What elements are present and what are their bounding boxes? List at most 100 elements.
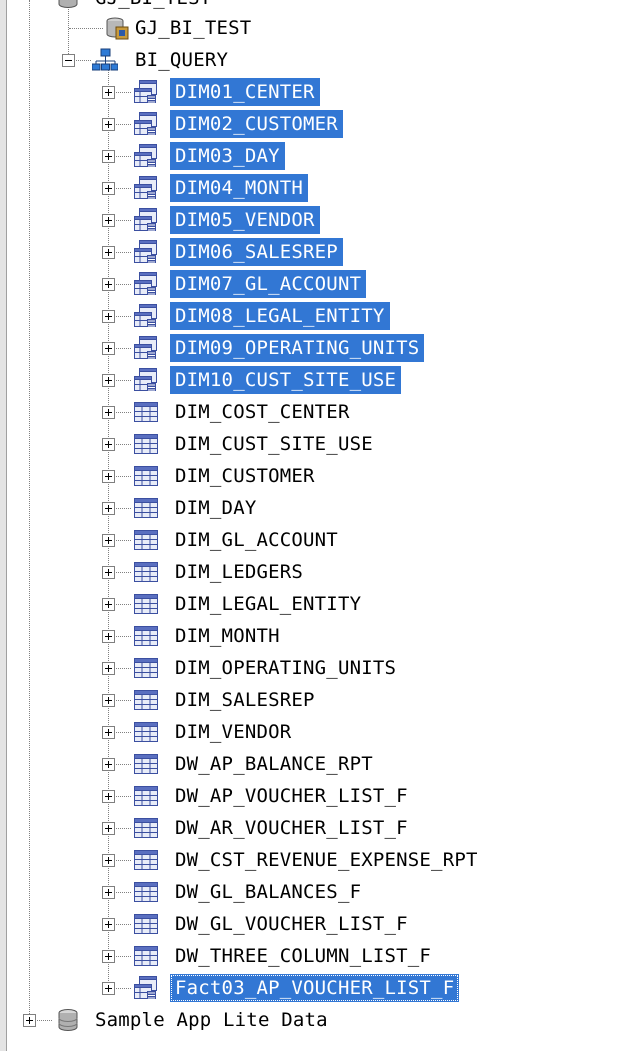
expand-toggle-icon[interactable] <box>102 470 115 483</box>
database-icon[interactable] <box>55 1007 81 1033</box>
expand-toggle-icon[interactable] <box>102 822 115 835</box>
tree-node-dim09-operating-units[interactable]: DIM09_OPERATING_UNITS <box>170 334 425 362</box>
table-icon[interactable] <box>133 943 159 969</box>
expand-toggle-icon[interactable] <box>102 630 115 643</box>
expand-toggle-icon[interactable] <box>102 86 115 99</box>
table-icon[interactable] <box>133 879 159 905</box>
expand-toggle-icon[interactable] <box>102 950 115 963</box>
tree-branch <box>109 92 131 93</box>
alias-table-icon[interactable] <box>133 367 159 393</box>
alias-table-icon[interactable] <box>133 111 159 137</box>
expand-toggle-icon[interactable] <box>102 598 115 611</box>
tree-node-dim-month[interactable]: DIM_MONTH <box>175 625 280 647</box>
expand-toggle-icon[interactable] <box>102 566 115 579</box>
tree-node-dim-vendor[interactable]: DIM_VENDOR <box>175 721 292 743</box>
expand-toggle-icon[interactable] <box>102 854 115 867</box>
expand-toggle-icon[interactable] <box>102 438 115 451</box>
tree-node-gj-bi-test[interactable]: GJ_BI_TEST <box>135 17 252 39</box>
tree-node-dim-operating-units[interactable]: DIM_OPERATING_UNITS <box>175 657 397 679</box>
alias-table-icon[interactable] <box>133 239 159 265</box>
tree-node-dim-salesrep[interactable]: DIM_SALESREP <box>175 689 315 711</box>
expand-toggle-icon[interactable] <box>102 374 115 387</box>
alias-table-icon[interactable] <box>133 175 159 201</box>
expand-toggle-icon[interactable] <box>102 182 115 195</box>
alias-table-icon[interactable] <box>133 975 159 1001</box>
tree-node-dim02-customer[interactable]: DIM02_CUSTOMER <box>170 110 343 138</box>
alias-table-icon[interactable] <box>133 143 159 169</box>
table-icon[interactable] <box>133 751 159 777</box>
tree-node-dim07-gl-account[interactable]: DIM07_GL_ACCOUNT <box>170 270 367 298</box>
expand-toggle-icon[interactable] <box>102 918 115 931</box>
expand-toggle-icon[interactable] <box>102 758 115 771</box>
table-icon[interactable] <box>133 687 159 713</box>
table-icon[interactable] <box>133 495 159 521</box>
expand-toggle-icon[interactable] <box>102 406 115 419</box>
tree-node-dim04-month[interactable]: DIM04_MONTH <box>170 174 309 202</box>
expand-toggle-icon[interactable] <box>102 246 115 259</box>
tree-node-dim-legal-entity[interactable]: DIM_LEGAL_ENTITY <box>175 593 362 615</box>
tree-node-dim-customer[interactable]: DIM_CUSTOMER <box>175 465 315 487</box>
tree-node-bi-query[interactable]: BI_QUERY <box>135 49 229 71</box>
tree-node-dw-gl-balances-f[interactable]: DW_GL_BALANCES_F <box>175 881 362 903</box>
alias-table-icon[interactable] <box>133 335 159 361</box>
tree-node-dw-cst-revenue-expense-rpt[interactable]: DW_CST_REVENUE_EXPENSE_RPT <box>175 849 478 871</box>
expand-toggle-icon[interactable] <box>102 310 115 323</box>
tree-node-dim08-legal-entity[interactable]: DIM08_LEGAL_ENTITY <box>170 302 390 330</box>
alias-table-icon[interactable] <box>133 271 159 297</box>
expand-toggle-icon[interactable] <box>102 214 115 227</box>
tree-node-dw-ap-balance-rpt[interactable]: DW_AP_BALANCE_RPT <box>175 753 373 775</box>
expand-toggle-icon[interactable] <box>102 278 115 291</box>
tree-node-dim-cust-site-use[interactable]: DIM_CUST_SITE_USE <box>175 433 373 455</box>
tree-node-top-label[interactable]: GJ_BI_TEST <box>90 0 216 12</box>
table-icon[interactable] <box>133 559 159 585</box>
tree-branch <box>109 124 131 125</box>
table-icon[interactable] <box>133 719 159 745</box>
tree-branch <box>109 828 131 829</box>
tree-node-dim-gl-account[interactable]: DIM_GL_ACCOUNT <box>175 529 338 551</box>
alias-table-icon[interactable] <box>133 303 159 329</box>
table-icon[interactable] <box>133 591 159 617</box>
table-icon[interactable] <box>133 911 159 937</box>
tree-node-dim10-cust-site-use[interactable]: DIM10_CUST_SITE_USE <box>170 366 402 394</box>
tree-node-dw-ap-voucher-list-f[interactable]: DW_AP_VOUCHER_LIST_F <box>175 785 408 807</box>
alias-table-icon[interactable] <box>133 207 159 233</box>
expand-toggle-icon[interactable] <box>102 502 115 515</box>
expand-toggle-icon[interactable] <box>102 726 115 739</box>
table-icon[interactable] <box>133 815 159 841</box>
expand-toggle-icon[interactable] <box>102 342 115 355</box>
alias-table-icon[interactable] <box>133 79 159 105</box>
expand-toggle-icon[interactable] <box>102 662 115 675</box>
tree-node-dw-gl-voucher-list-f[interactable]: DW_GL_VOUCHER_LIST_F <box>175 913 408 935</box>
expand-toggle-icon[interactable] <box>102 982 115 995</box>
expand-toggle-icon[interactable] <box>102 790 115 803</box>
expand-toggle-icon[interactable] <box>23 1014 36 1027</box>
tree-node-dim-day[interactable]: DIM_DAY <box>175 497 257 519</box>
table-icon[interactable] <box>133 399 159 425</box>
database-source-icon[interactable] <box>104 15 130 41</box>
table-icon[interactable] <box>133 431 159 457</box>
table-icon[interactable] <box>133 847 159 873</box>
table-icon[interactable] <box>133 783 159 809</box>
tree-node-sample-app-lite-data[interactable]: Sample App Lite Data <box>95 1009 328 1031</box>
tree-node-dim-cost-center[interactable]: DIM_COST_CENTER <box>175 401 350 423</box>
network-schema-icon[interactable] <box>91 47 119 73</box>
database-icon[interactable] <box>55 0 81 10</box>
expand-toggle-icon[interactable] <box>102 694 115 707</box>
tree-node-fact03-ap-voucher-list-f[interactable]: Fact03_AP_VOUCHER_LIST_F <box>170 974 460 1002</box>
table-icon[interactable] <box>133 463 159 489</box>
tree-node-dim03-day[interactable]: DIM03_DAY <box>170 142 285 170</box>
table-icon[interactable] <box>133 527 159 553</box>
tree-node-dw-three-column-list-f[interactable]: DW_THREE_COLUMN_LIST_F <box>175 945 432 967</box>
expand-toggle-icon[interactable] <box>102 534 115 547</box>
table-icon[interactable] <box>133 623 159 649</box>
tree-node-dim01-center[interactable]: DIM01_CENTER <box>170 78 320 106</box>
collapse-toggle-icon[interactable] <box>62 54 75 67</box>
tree-node-dim06-salesrep[interactable]: DIM06_SALESREP <box>170 238 343 266</box>
tree-node-dim-ledgers[interactable]: DIM_LEDGERS <box>175 561 304 583</box>
expand-toggle-icon[interactable] <box>102 150 115 163</box>
expand-toggle-icon[interactable] <box>102 118 115 131</box>
tree-node-dim05-vendor[interactable]: DIM05_VENDOR <box>170 206 320 234</box>
expand-toggle-icon[interactable] <box>102 886 115 899</box>
table-icon[interactable] <box>133 655 159 681</box>
tree-node-dw-ar-voucher-list-f[interactable]: DW_AR_VOUCHER_LIST_F <box>175 817 408 839</box>
